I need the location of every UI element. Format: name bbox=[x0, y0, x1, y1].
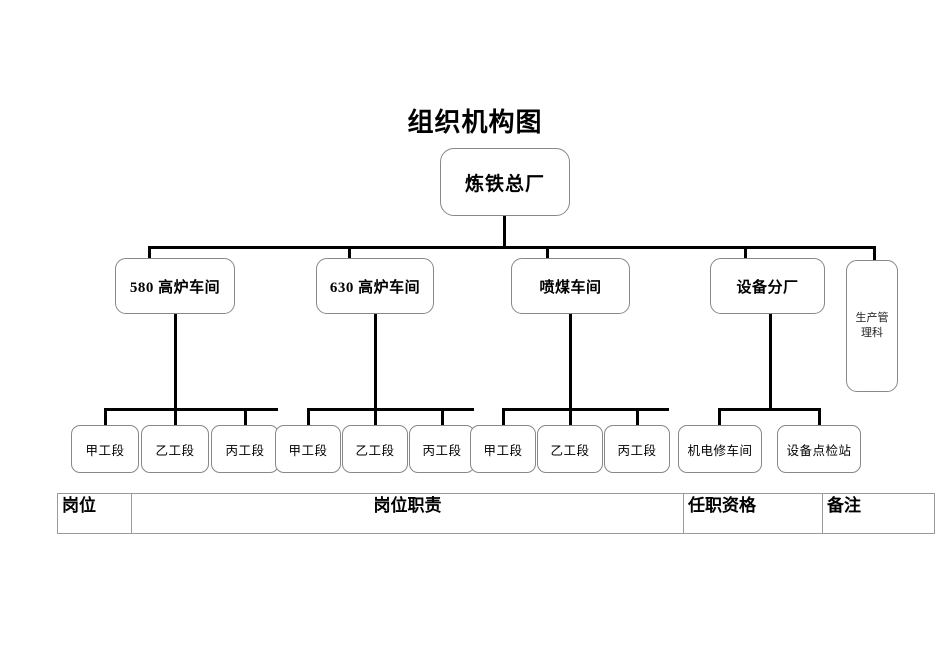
org-node-production-management-label: 生产管理科 bbox=[855, 312, 889, 339]
org-node-production-management[interactable]: 生产管理科 bbox=[846, 260, 898, 392]
connector-g3-drop-2 bbox=[569, 408, 572, 427]
org-node-g3-section-yi[interactable]: 乙工段 bbox=[537, 425, 603, 473]
org-node-g2-section-jia-label: 甲工段 bbox=[288, 443, 328, 458]
org-node-g1-section-yi-label: 乙工段 bbox=[155, 443, 195, 458]
page-title: 组织机构图 bbox=[407, 108, 543, 137]
connector-drop-5 bbox=[873, 246, 876, 260]
connector-g2-drop-2 bbox=[374, 408, 377, 427]
org-node-g2-section-bing-label: 丙工段 bbox=[422, 443, 462, 458]
connector-g3-bus bbox=[502, 408, 669, 411]
connector-g1-drop-3 bbox=[244, 408, 247, 427]
connector-g2-bus bbox=[307, 408, 474, 411]
connector-root-stem bbox=[503, 216, 506, 249]
connector-g2-drop-3 bbox=[441, 408, 444, 427]
table-header-duty: 岗位职责 bbox=[131, 493, 684, 534]
table-header-remark: 备注 bbox=[822, 493, 935, 534]
org-node-root[interactable]: 炼铁总厂 bbox=[440, 148, 570, 216]
connector-g1-drop-1 bbox=[104, 408, 107, 427]
org-node-workshop-630[interactable]: 630 高炉车间 bbox=[316, 258, 434, 314]
org-node-g3-section-bing-label: 丙工段 bbox=[617, 443, 657, 458]
connector-g4-stem bbox=[769, 314, 772, 410]
org-node-workshop-580-label: 580 高炉车间 bbox=[129, 279, 221, 296]
job-description-table: 岗位 岗位职责 任职资格 备注 bbox=[57, 493, 935, 534]
connector-g1-bus bbox=[104, 408, 278, 411]
org-node-g1-section-jia-label: 甲工段 bbox=[85, 443, 125, 458]
table-header-qualification: 任职资格 bbox=[683, 493, 823, 534]
org-node-g2-section-yi-label: 乙工段 bbox=[355, 443, 395, 458]
connector-drop-1 bbox=[148, 246, 151, 259]
connector-g2-stem bbox=[374, 314, 377, 410]
org-node-electromech-repair-label: 机电修车间 bbox=[687, 443, 753, 458]
table-header-post: 岗位 bbox=[57, 493, 132, 534]
org-node-coal-injection[interactable]: 喷煤车间 bbox=[511, 258, 630, 314]
org-node-g1-section-jia[interactable]: 甲工段 bbox=[71, 425, 139, 473]
org-node-g3-section-yi-label: 乙工段 bbox=[550, 443, 590, 458]
connector-g4-bus bbox=[718, 408, 821, 411]
connector-g4-drop-2 bbox=[818, 408, 821, 427]
org-node-equipment-branch[interactable]: 设备分厂 bbox=[710, 258, 825, 314]
org-node-g2-section-yi[interactable]: 乙工段 bbox=[342, 425, 408, 473]
org-node-equipment-inspection[interactable]: 设备点检站 bbox=[777, 425, 861, 473]
org-node-g2-section-jia[interactable]: 甲工段 bbox=[275, 425, 341, 473]
connector-main-bus bbox=[148, 246, 876, 249]
org-node-g2-section-bing[interactable]: 丙工段 bbox=[409, 425, 475, 473]
org-node-workshop-630-label: 630 高炉车间 bbox=[329, 279, 421, 296]
connector-g1-drop-2 bbox=[174, 408, 177, 427]
org-node-g3-section-jia[interactable]: 甲工段 bbox=[470, 425, 536, 473]
connector-drop-4 bbox=[744, 246, 747, 259]
connector-g4-drop-1 bbox=[718, 408, 721, 427]
connector-g1-stem bbox=[174, 314, 177, 410]
org-node-root-label: 炼铁总厂 bbox=[464, 173, 545, 195]
org-node-g1-section-bing[interactable]: 丙工段 bbox=[211, 425, 279, 473]
org-node-electromech-repair[interactable]: 机电修车间 bbox=[678, 425, 762, 473]
org-node-workshop-580[interactable]: 580 高炉车间 bbox=[115, 258, 235, 314]
connector-g2-drop-1 bbox=[307, 408, 310, 427]
org-node-equipment-branch-label: 设备分厂 bbox=[736, 279, 799, 296]
table-header-row: 岗位 岗位职责 任职资格 备注 bbox=[57, 493, 935, 534]
org-node-g1-section-yi[interactable]: 乙工段 bbox=[141, 425, 209, 473]
connector-g3-drop-3 bbox=[636, 408, 639, 427]
org-node-coal-injection-label: 喷煤车间 bbox=[539, 279, 602, 296]
org-node-g1-section-bing-label: 丙工段 bbox=[225, 443, 265, 458]
connector-drop-3 bbox=[546, 246, 549, 259]
org-node-g3-section-bing[interactable]: 丙工段 bbox=[604, 425, 670, 473]
connector-drop-2 bbox=[348, 246, 351, 259]
connector-g3-stem bbox=[569, 314, 572, 410]
connector-g3-drop-1 bbox=[502, 408, 505, 427]
org-node-equipment-inspection-label: 设备点检站 bbox=[786, 443, 852, 458]
org-node-g3-section-jia-label: 甲工段 bbox=[483, 443, 523, 458]
